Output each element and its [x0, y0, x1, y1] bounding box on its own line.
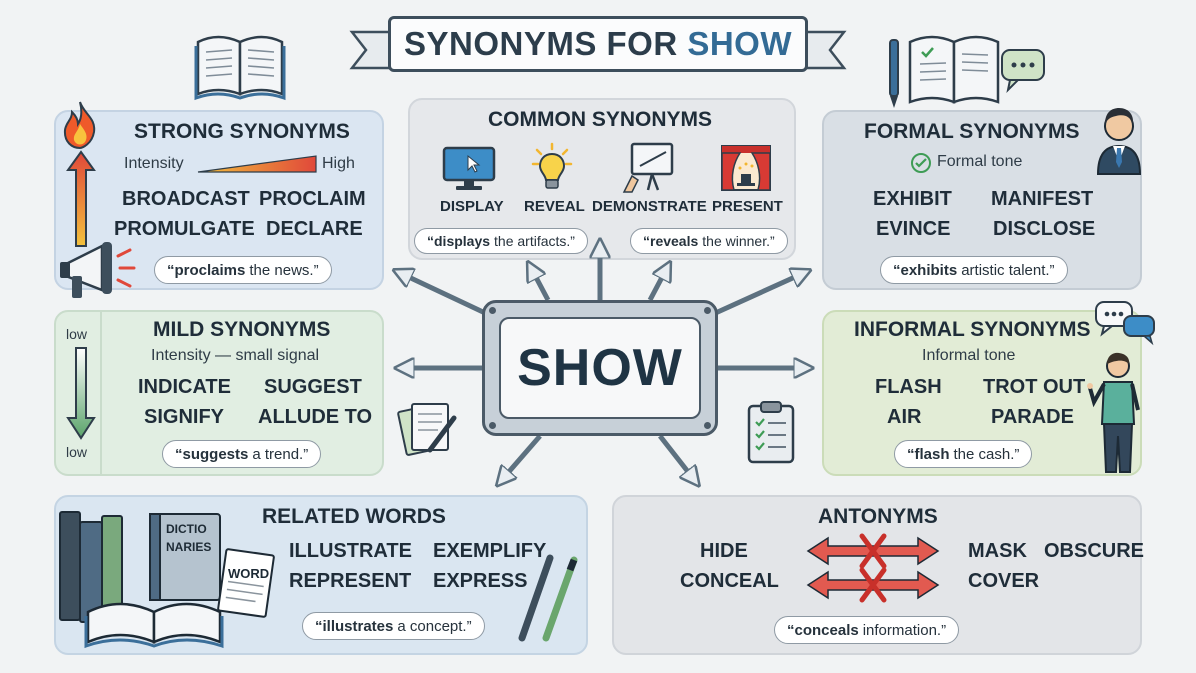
casual-person-icon	[1087, 352, 1140, 473]
informal-word-trot-out: TROT OUT	[983, 376, 1086, 398]
antonym-obscure: OBSCURE	[1044, 540, 1145, 562]
formal-word-disclose: DISCLOSE	[993, 218, 1096, 240]
formal-word-exhibit: EXHIBIT	[873, 188, 952, 210]
antonym-mask: MASK	[968, 540, 1027, 562]
pens-icon	[518, 554, 578, 642]
informal-note: Informal tone	[922, 347, 1016, 364]
mild-title: MILD SYNONYMS	[153, 318, 331, 341]
center-sign: SHOW	[482, 300, 718, 436]
related-word-represent: REPRESENT	[289, 570, 412, 592]
strong-title: STRONG SYNONYMS	[134, 120, 350, 143]
antonyms-title: ANTONYMS	[818, 505, 938, 528]
mild-word-signify: SIGNIFY	[144, 406, 225, 428]
mild-word-suggest: SUGGEST	[264, 376, 362, 398]
mild-scale-top: low	[66, 326, 88, 342]
informal-word-air: AIR	[887, 406, 922, 428]
strong-scale-low: Intensity	[124, 155, 184, 172]
intensity-up-arrow	[66, 150, 96, 247]
megaphone-icon	[60, 242, 136, 298]
center-word: SHOW	[499, 317, 701, 419]
antonym-conceal: CONCEAL	[680, 570, 779, 592]
books-stack-icon	[59, 511, 275, 649]
formal-note: Formal tone	[937, 153, 1023, 170]
stage-curtain-icon	[721, 145, 771, 191]
intensity-down-arrow	[66, 347, 96, 440]
chat-bubbles-icon	[1095, 301, 1155, 346]
dictionary-label-2: NARIES	[166, 540, 212, 554]
lightbulb-icon	[531, 142, 573, 189]
antonym-cover: COVER	[968, 570, 1040, 592]
page-title: SYNONYMS FOR SHOW	[388, 16, 808, 72]
businessman-icon	[1096, 108, 1142, 175]
monitor-icon	[442, 146, 496, 190]
flame-icon	[63, 101, 96, 150]
strong-word-declare: DECLARE	[266, 218, 363, 240]
formal-book-pen-icon	[889, 35, 1045, 108]
intensity-wedge	[197, 155, 317, 173]
mild-scale-bottom: low	[66, 444, 88, 460]
related-word-exemplify: EXEMPLIFY	[433, 540, 547, 562]
clipboard-checklist-icon	[747, 401, 795, 464]
antonym-hide: HIDE	[700, 540, 748, 562]
presentation-board-icon	[622, 142, 674, 193]
formal-word-manifest: MANIFEST	[991, 188, 1094, 210]
strong-word-broadcast: BROADCAST	[122, 188, 250, 210]
strong-word-promulgate: PROMULGATE	[114, 218, 255, 240]
mild-note: Intensity — small signal	[151, 347, 320, 364]
common-item-demonstrate: DEMONSTRATE	[592, 198, 707, 215]
title-prefix: SYNONYMS FOR	[403, 25, 678, 62]
formal-word-evince: EVINCE	[876, 218, 951, 240]
formal-title: FORMAL SYNONYMS	[864, 120, 1080, 143]
informal-word-parade: PARADE	[991, 406, 1074, 428]
strong-scale-high: High	[322, 155, 355, 172]
mild-word-allude-to: ALLUDE TO	[258, 406, 373, 428]
word-card-label: WORD	[228, 566, 270, 581]
related-title: RELATED WORDS	[262, 505, 446, 528]
mild-divider	[100, 312, 102, 474]
strong-word-proclaim: PROCLAIM	[259, 188, 366, 210]
related-word-express: EXPRESS	[433, 570, 528, 592]
dictionary-label-1: DICTIO	[166, 522, 207, 536]
common-item-present: PRESENT	[712, 198, 783, 215]
common-item-reveal: REVEAL	[524, 198, 585, 215]
mild-word-indicate: INDICATE	[138, 376, 231, 398]
informal-word-flash: FLASH	[875, 376, 942, 398]
notes-pen-icon	[397, 403, 457, 456]
crossed-arrows-icon	[806, 533, 940, 603]
common-title: COMMON SYNONYMS	[488, 108, 713, 131]
open-book-icon	[194, 35, 286, 101]
common-item-display: DISPLAY	[440, 198, 504, 215]
check-circle-icon	[911, 153, 931, 173]
informal-title: INFORMAL SYNONYMS	[854, 318, 1091, 341]
title-accent: SHOW	[687, 25, 793, 62]
related-word-illustrate: ILLUSTRATE	[289, 540, 412, 562]
